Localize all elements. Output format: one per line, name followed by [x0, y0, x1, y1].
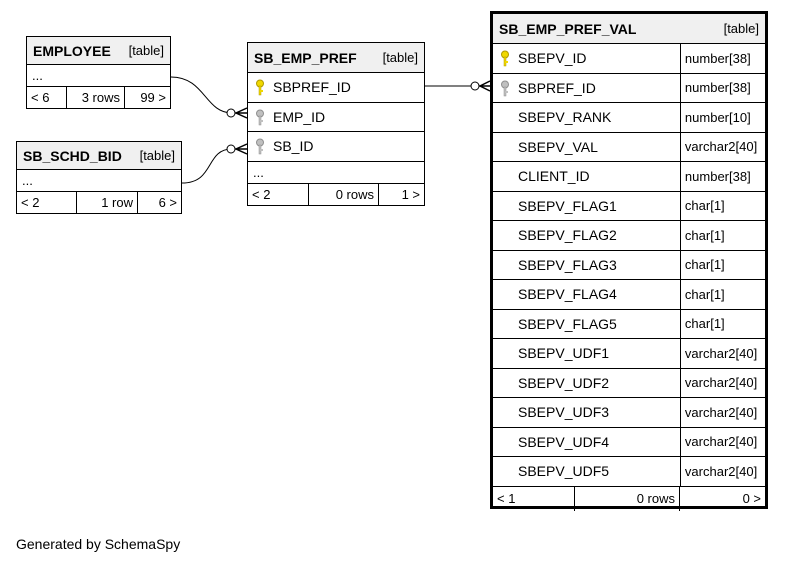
column-name: SBPREF_ID [273, 79, 351, 96]
column-name: CLIENT_ID [518, 168, 590, 185]
column-name: SBEPV_VAL [518, 138, 598, 155]
column-row[interactable]: SBEPV_FLAG1 char[1] [493, 191, 765, 221]
column-type: varchar2[40] [679, 339, 765, 368]
column-row[interactable]: SBEPV_FLAG5 char[1] [493, 309, 765, 339]
foreign-key-icon [501, 80, 509, 96]
column-type: number[38] [679, 44, 765, 73]
generated-by-note: Generated by SchemaSpy [16, 536, 181, 552]
table-header: SB_EMP_PREF [table] [248, 43, 424, 73]
primary-key-icon [256, 79, 264, 96]
foreign-key-icon [256, 138, 264, 155]
table-kind: [table] [382, 50, 418, 65]
table-name: SB_EMP_PREF [254, 49, 357, 66]
table-footer: < 2 1 row 6 > [17, 192, 181, 213]
column-type: char[1] [679, 309, 765, 338]
column-name: SBEPV_FLAG1 [518, 197, 617, 214]
column-type: number[38] [679, 73, 765, 102]
table-header: SB_EMP_PREF_VAL [table] [493, 14, 765, 44]
column-name: SBPREF_ID [518, 79, 596, 96]
column-type: char[1] [679, 280, 765, 309]
column-row[interactable]: SBEPV_FLAG3 char[1] [493, 250, 765, 280]
rel-employee-to-sb-emp-pref [170, 76, 233, 114]
column-type: char[1] [679, 191, 765, 220]
children-link[interactable]: 99 > [140, 90, 166, 105]
column-name: SBEPV_UDF1 [518, 345, 610, 362]
table-name: SB_EMP_PREF_VAL [499, 20, 637, 37]
column-type: number[38] [679, 162, 765, 191]
column-row[interactable]: SBEPV_VAL varchar2[40] [493, 132, 765, 162]
column-type: varchar2[40] [679, 132, 765, 161]
column-type: varchar2[40] [679, 427, 765, 456]
column-row[interactable]: CLIENT_ID number[38] [493, 162, 765, 192]
column-name: SBEPV_UDF5 [518, 463, 610, 480]
ellipsis: ... [248, 162, 424, 184]
column-type: varchar2[40] [679, 398, 765, 427]
optional-circle-emp-id [226, 108, 236, 118]
column-row[interactable]: SBEPV_UDF5 varchar2[40] [493, 457, 765, 487]
table-footer: < 6 3 rows 99 > [27, 87, 170, 108]
column-name: SBEPV_ID [518, 50, 587, 67]
column-row[interactable]: SBEPV_UDF2 varchar2[40] [493, 368, 765, 398]
primary-key-icon [501, 50, 509, 67]
column-row[interactable]: SBEPV_RANK number[10] [493, 103, 765, 133]
column-row[interactable]: SBPREF_ID [248, 73, 424, 103]
parents-link[interactable]: < 2 [248, 183, 309, 205]
table-kind: [table] [128, 43, 164, 58]
ellipsis: ... [17, 170, 181, 192]
table-footer: < 1 0 rows 0 > [493, 486, 765, 511]
column-name: SBEPV_FLAG3 [518, 256, 617, 273]
column-type: varchar2[40] [679, 457, 765, 486]
column-row[interactable]: SBPREF_ID number[38] [493, 73, 765, 103]
row-count: 0 rows [575, 486, 680, 511]
table-header: SB_SCHD_BID [table] [17, 142, 181, 170]
column-row[interactable]: SBEPV_UDF4 varchar2[40] [493, 427, 765, 457]
table-sb-emp-pref[interactable]: SB_EMP_PREF [table] SBPREF_ID EMP_ID SB_… [247, 42, 425, 206]
column-row[interactable]: SB_ID [248, 132, 424, 162]
row-count: 0 rows [309, 183, 379, 205]
column-row[interactable]: SBEPV_FLAG2 char[1] [493, 221, 765, 251]
column-name: SBEPV_FLAG4 [518, 286, 617, 303]
optional-circle-sbpref-id [470, 81, 480, 91]
foreign-key-icon [256, 109, 264, 125]
column-name: SBEPV_FLAG5 [518, 315, 617, 332]
table-name: EMPLOYEE [33, 42, 111, 59]
column-row[interactable]: SBEPV_FLAG4 char[1] [493, 280, 765, 310]
column-name: SBEPV_UDF3 [518, 404, 610, 421]
children-link[interactable]: 1 > [401, 186, 420, 202]
table-footer: < 2 0 rows 1 > [248, 183, 424, 205]
column-name: EMP_ID [273, 108, 326, 125]
column-type: varchar2[40] [679, 368, 765, 397]
column-row[interactable]: SBEPV_ID number[38] [493, 44, 765, 74]
column-row[interactable]: SBEPV_UDF3 varchar2[40] [493, 398, 765, 428]
column-name: SBEPV_RANK [518, 109, 612, 126]
column-name: SBEPV_UDF2 [518, 374, 610, 391]
parents-link[interactable]: < 6 [27, 87, 67, 108]
column-row[interactable]: EMP_ID [248, 103, 424, 132]
column-type: char[1] [679, 250, 765, 279]
ellipsis: ... [27, 65, 170, 87]
column-row[interactable]: SBEPV_UDF1 varchar2[40] [493, 339, 765, 369]
column-name: SB_ID [273, 138, 314, 155]
column-type: char[1] [679, 221, 765, 250]
rel-sb-schd-bid-to-sb-emp-pref [181, 148, 233, 184]
table-sb-emp-pref-val[interactable]: SB_EMP_PREF_VAL [table] SBEPV_ID number[3… [490, 11, 768, 511]
column-name: SBEPV_UDF4 [518, 433, 610, 450]
table-header: EMPLOYEE [table] [27, 37, 170, 65]
table-name: SB_SCHD_BID [23, 147, 122, 164]
parents-link[interactable]: < 2 [17, 192, 77, 213]
parents-link[interactable]: < 1 [493, 486, 575, 511]
row-count: 1 row [77, 192, 138, 213]
row-count: 3 rows [67, 87, 125, 108]
table-sb-schd-bid[interactable]: SB_SCHD_BID [table] ... < 2 1 row 6 > [16, 141, 182, 214]
optional-circle-sb-id [226, 144, 236, 154]
table-kind: [table] [723, 21, 759, 36]
column-name: SBEPV_FLAG2 [518, 227, 617, 244]
table-kind: [table] [139, 148, 175, 163]
table-employee[interactable]: EMPLOYEE [table] ... < 6 3 rows 99 > [26, 36, 171, 109]
children-link[interactable]: 6 > [158, 195, 177, 210]
column-type: number[10] [679, 103, 765, 132]
children-link[interactable]: 0 > [742, 491, 761, 506]
